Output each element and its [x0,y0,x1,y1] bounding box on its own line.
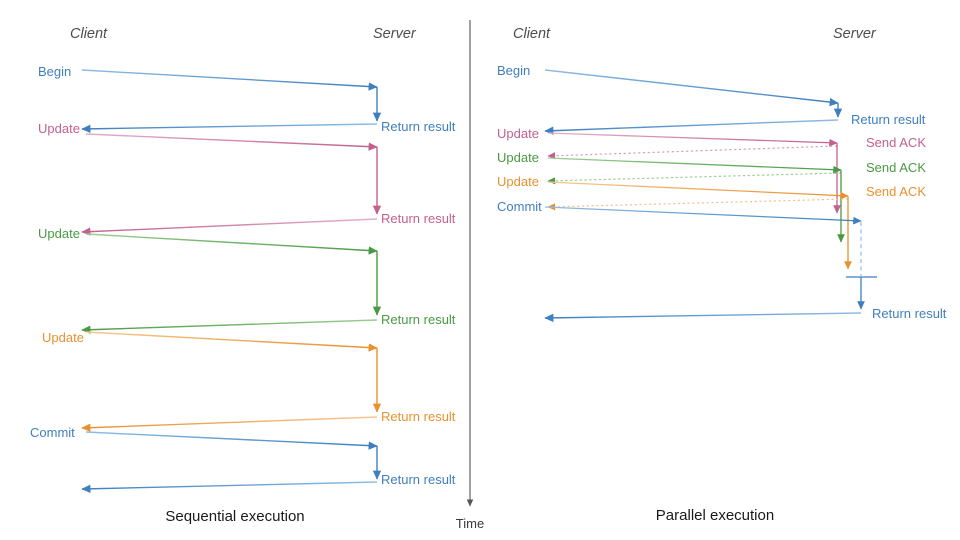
message-label-update-orange-seq: Update [42,330,84,345]
message-label-commit-par: Commit [497,199,542,214]
panel-caption-parallel: Parallel execution [656,507,774,524]
panel-parallel: Client Server Begin Return result Update… [497,26,947,524]
message-arrow-return-result-4-seq [81,416,378,432]
message-label-begin-seq: Begin [38,64,71,79]
message-arrow-return-result-final-par [544,312,862,323]
time-axis-label: Time [456,516,484,531]
message-label-return-result-final-par: Return result [872,306,947,321]
message-arrow-begin-par [544,69,839,107]
message-label-update-green-par: Update [497,150,539,165]
message-arrow-return-result-1-par [544,119,839,135]
message-label-return-result-5-seq: Return result [381,472,456,487]
message-label-commit-seq: Commit [30,425,75,440]
ack-arrow-pink-par [547,145,838,160]
lane-title-server-sequential: Server [373,26,417,42]
message-label-return-result-4-seq: Return result [381,409,456,424]
time-axis: Time [456,20,484,531]
panel-caption-sequential: Sequential execution [165,508,304,525]
message-label-update-orange-par: Update [497,174,539,189]
lane-title-client-parallel: Client [513,26,551,42]
message-arrow-update-orange-seq [85,331,378,352]
message-label-update-pink-seq: Update [38,121,80,136]
message-arrow-return-result-2-seq [81,218,378,236]
message-label-return-result-1-seq: Return result [381,119,456,134]
message-arrow-commit-seq [85,431,378,450]
message-arrow-update-pink-seq [85,133,378,151]
message-label-send-ack-pink-par: Send ACK [866,135,926,150]
lane-title-server-parallel: Server [833,26,877,42]
ack-arrow-orange-par [547,198,849,211]
ack-arrow-green-par [547,172,842,185]
panel-sequential: Client Server Begin Return result Update… [30,26,456,525]
message-label-update-green-seq: Update [38,226,80,241]
message-arrow-return-result-5-seq [81,481,378,493]
message-arrow-update-green-par [547,157,842,174]
message-label-return-result-3-seq: Return result [381,312,456,327]
message-arrow-begin-seq [81,69,378,91]
message-arrow-return-result-1-seq [81,123,378,134]
message-label-send-ack-orange-par: Send ACK [866,184,926,199]
message-arrow-update-green-seq [85,233,378,255]
message-label-begin-par: Begin [497,63,530,78]
message-arrow-update-pink-par [547,132,838,147]
message-label-return-result-2-seq: Return result [381,211,456,226]
message-arrow-commit-par [544,206,862,225]
message-label-update-pink-par: Update [497,126,539,141]
message-label-send-ack-green-par: Send ACK [866,160,926,175]
message-arrow-update-orange-par [547,181,849,200]
lane-title-client-sequential: Client [70,26,108,42]
message-arrow-return-result-3-seq [81,319,378,334]
message-label-return-result-1-par: Return result [851,112,926,127]
